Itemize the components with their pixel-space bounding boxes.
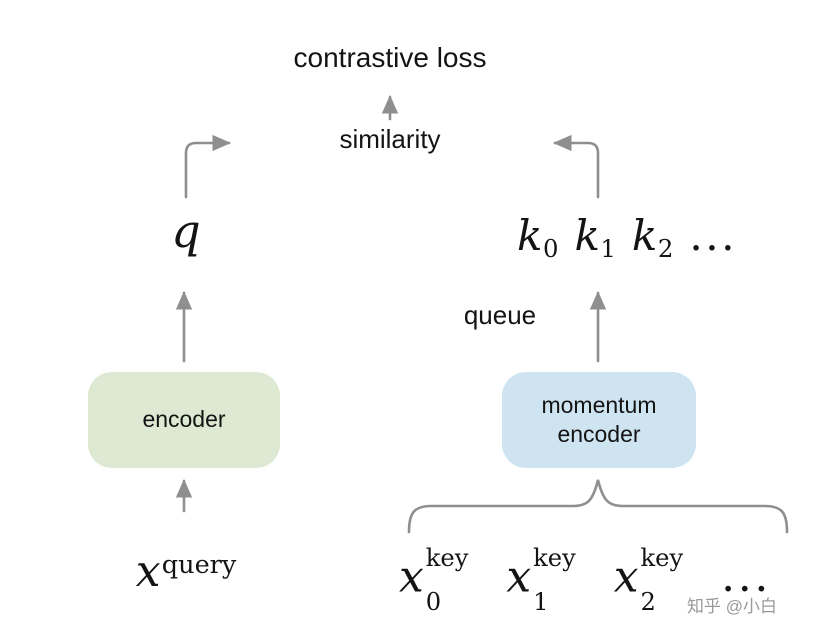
key-representations: k0 k1 k2 ...: [517, 211, 737, 263]
encoder-label: encoder: [142, 406, 226, 433]
key-inputs-ellipsis: ...: [721, 551, 772, 603]
key-input-1-base: x: [506, 551, 532, 603]
key-rep-1-sub: 1: [600, 233, 616, 263]
similarity-label: similarity: [339, 124, 441, 154]
arrow-q-to-similarity: [184, 134, 231, 199]
encoder-box: encoder: [88, 372, 280, 468]
key-input-2-scripts: key 2: [641, 546, 684, 614]
key-rep-0: k0: [517, 211, 558, 263]
key-input-1-superscript: key: [533, 544, 576, 572]
query-input-base: x: [135, 546, 161, 597]
key-input-0-scripts: key 0: [426, 546, 469, 614]
brace-key-inputs: [407, 479, 789, 534]
contrastive-loss-label: contrastive loss: [293, 42, 487, 73]
key-rep-1-base: k: [574, 211, 600, 260]
query-input: xquery: [136, 546, 237, 597]
momentum-encoder-label-line2: encoder: [557, 421, 641, 447]
key-input-2-superscript: key: [640, 544, 684, 572]
momentum-encoder-label-line1: momentum: [541, 391, 657, 418]
key-input-2-subscript: 2: [640, 587, 656, 616]
watermark: 知乎 @小白: [687, 597, 777, 616]
key-input-1-subscript: 1: [533, 587, 549, 616]
key-input-0-superscript: key: [425, 544, 469, 572]
key-input-2-base: x: [613, 551, 639, 603]
key-rep-0-base: k: [517, 211, 543, 260]
key-input-0-subscript: 0: [425, 587, 442, 616]
key-rep-1: k1: [574, 211, 615, 263]
query-representation: q: [171, 204, 201, 258]
query-input-superscript: query: [161, 549, 237, 580]
key-rep-2-base: k: [631, 211, 658, 260]
key-rep-0-sub: 0: [542, 233, 559, 263]
arrow-keys-to-similarity: [553, 134, 600, 199]
momentum-encoder-box: momentum encoder: [502, 372, 696, 468]
key-input-1-scripts: key 1: [533, 546, 576, 614]
key-rep-2-sub: 2: [657, 233, 674, 263]
queue-label: queue: [463, 300, 537, 330]
key-rep-2: k2: [632, 211, 673, 263]
key-representations-ellipsis: ...: [689, 211, 737, 260]
key-input-0-base: x: [398, 551, 424, 603]
